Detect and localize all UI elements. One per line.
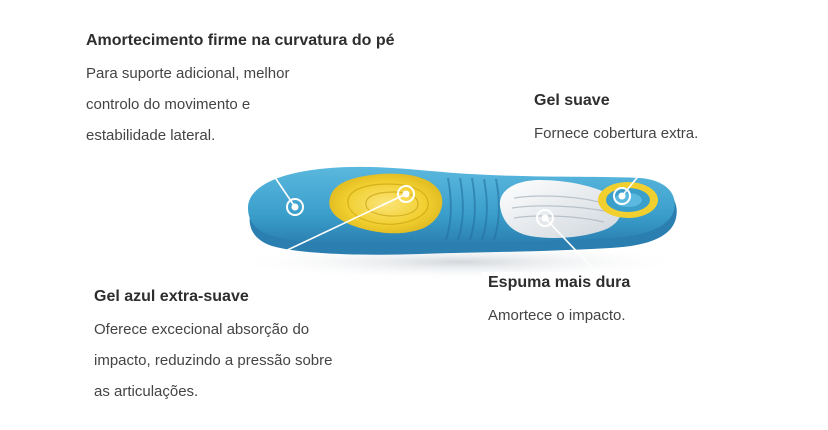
white-foam-heel [499, 180, 622, 238]
marker-dots [286, 185, 631, 227]
foam-contours [511, 195, 611, 223]
callout-title: Espuma mais dura [482, 272, 637, 296]
marker-dot [286, 198, 304, 216]
callout-title: Amortecimento firme na curvatura do pé [80, 30, 401, 54]
callout-title: Gel azul extra-suave [88, 286, 255, 310]
leader-line-blue-gel [261, 193, 407, 263]
marker-dot [397, 185, 415, 203]
marker-dot [541, 214, 549, 222]
desc-line: Para suporte adicional, melhor [86, 65, 290, 82]
marker-dot [291, 203, 299, 211]
leader-line-soft-gel [621, 149, 661, 197]
arch-ribs [445, 177, 500, 241]
callout-description: Amortece o impacto. [482, 300, 632, 331]
yellow-gel-contours [347, 183, 429, 225]
marker-dot [618, 192, 626, 200]
callout-description: Para suporte adicional, melhor controlo … [80, 58, 296, 151]
desc-line: estabilidade lateral. [86, 127, 216, 144]
leader-line-foam [544, 217, 603, 279]
desc-line: Fornece cobertura extra. [534, 125, 699, 142]
callout-title: Gel suave [528, 90, 616, 114]
callout-description: Fornece cobertura extra. [528, 118, 705, 149]
marker-dot [536, 209, 554, 227]
callout-soft-gel: Gel suave Fornece cobertura extra. [528, 90, 788, 149]
marker-dot [613, 187, 631, 205]
marker-dot [402, 190, 410, 198]
desc-line: Oferece excecional absorção do [94, 321, 310, 338]
desc-line: Amortece o impacto. [488, 307, 626, 324]
desc-line: as articulações. [94, 383, 199, 400]
callout-firmer-foam: Espuma mais dura Amortece o impacto. [482, 272, 702, 331]
desc-line: impacto, reduzindo a pressão sobre [94, 352, 333, 369]
callout-blue-gel: Gel azul extra-suave Oferece excecional … [88, 286, 408, 407]
callout-description: Oferece excecional absorção do impacto, … [88, 314, 339, 407]
leader-lines [261, 149, 661, 279]
callout-firm-cushioning: Amortecimento firme na curvatura do pé P… [80, 30, 460, 151]
desc-line: controlo do movimento e [86, 96, 251, 113]
